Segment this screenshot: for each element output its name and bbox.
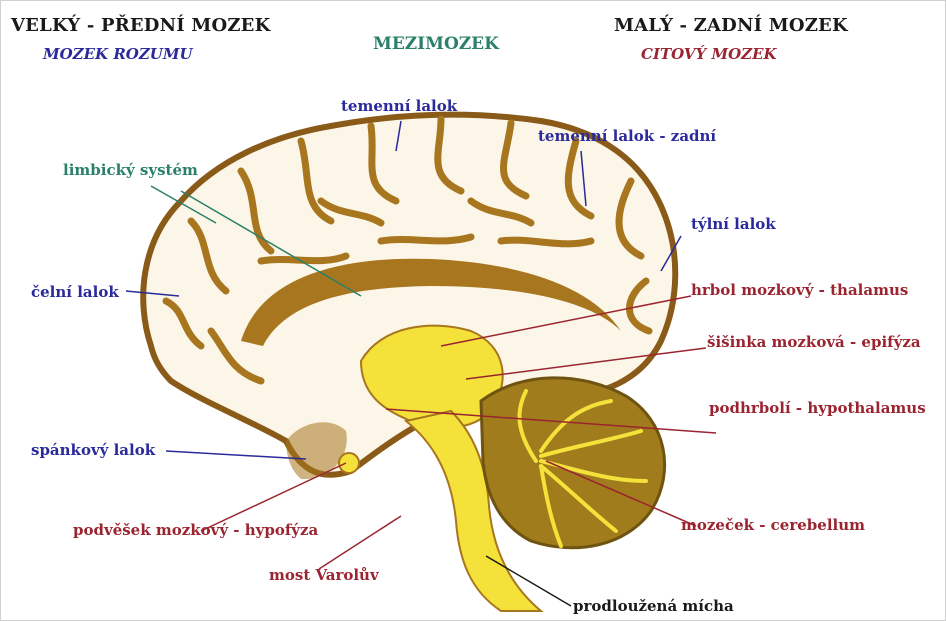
label-medulla: prodloužená mícha [573,597,734,615]
header-right-subtitle: CITOVÝ MOZEK [641,45,777,63]
label-parietal-lobe-posterior: temenní lalok - zadní [538,127,716,145]
label-frontal-lobe: čelní lalok [31,283,119,301]
label-limbic-system: limbický systém [63,161,198,179]
label-temporal-lobe: spánkový lalok [31,441,155,459]
header-right-title: MALÝ - ZADNÍ MOZEK [614,15,848,36]
label-pineal-gland: šišinka mozková - epifýza [707,333,921,351]
label-thalamus: hrbol mozkový - thalamus [691,281,908,299]
header-left-subtitle: MOZEK ROZUMU [43,45,193,63]
label-pituitary-gland: podvěšek mozkový - hypofýza [73,521,318,539]
label-occipital-lobe: týlní lalok [691,215,776,233]
label-parietal-lobe: temenní lalok [341,97,457,115]
cerebellum [481,378,665,548]
label-pons: most Varolův [269,566,379,584]
header-left-title: VELKÝ - PŘEDNÍ MOZEK [11,15,270,36]
header-center-title: MEZIMOZEK [373,34,499,54]
label-cerebellum: mozeček - cerebellum [681,516,865,534]
label-hypothalamus: podhrbolí - hypothalamus [709,399,926,417]
